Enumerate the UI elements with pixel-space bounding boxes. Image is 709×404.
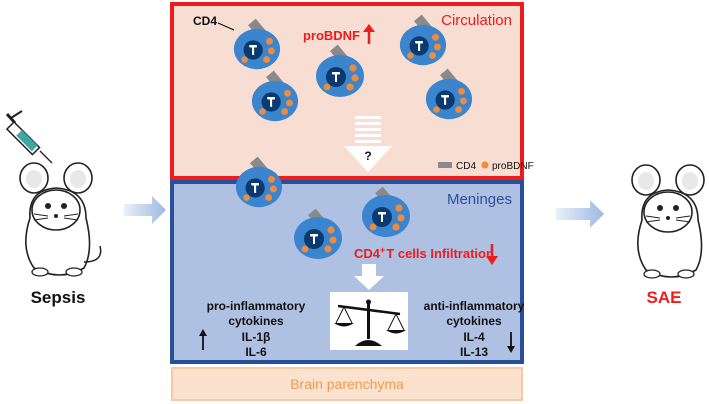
legend-cd4-label: CD4 [456,161,476,172]
t-cell-letter: T [310,231,318,246]
legend-probdnf-label: proBDNF [492,161,534,172]
pro-inflammatory-up-arrow [199,329,207,350]
infiltration-label: CD4+T cells Infiltration [354,245,494,261]
t-cell: T [425,68,473,120]
t-cell: T [362,186,410,237]
balance-scale-icon [330,292,408,350]
cd4-label: CD4 [193,14,217,28]
t-cell-letter: T [378,209,386,224]
unknown-mechanism-mark: ? [364,149,371,163]
balance-down-arrow [354,264,384,290]
flow-arrow-right [556,200,604,228]
sepsis-label: Sepsis [31,288,86,307]
brain-parenchyma-box [171,367,523,401]
t-cell: T [399,14,447,66]
t-cell-letter: T [267,94,275,109]
circulation-title: Circulation [441,12,512,29]
cd4-pointer [217,22,235,31]
t-cell: T [235,156,283,208]
sae-mouse-illustration [631,164,705,279]
anti-inflammatory-group: anti-inflammatory cytokines IL-4 IL-13 [424,299,525,359]
legend: CD4 proBDNF [438,161,534,172]
sepsis-mouse-illustration [5,110,102,277]
anti-inflammatory-title: anti-inflammatory [424,299,525,313]
pro-inflammatory-cytokines: cytokines [228,314,284,328]
t-cell: T [294,208,342,259]
pro-cytokine-il1b: IL-1β [242,330,271,344]
sae-label: SAE [647,288,682,307]
t-cell-letter: T [332,69,340,84]
anti-inflammatory-down-arrow [507,332,515,353]
infiltration-down-arrow [486,244,498,265]
syringe-icon [5,110,53,164]
legend-cd4-swatch [438,162,452,168]
anti-cytokine-il4: IL-4 [463,330,485,344]
anti-cytokine-il13: IL-13 [460,345,488,359]
pro-inflammatory-group: pro-inflammatory cytokines IL-1β IL-6 [199,299,306,359]
flow-arrow-left [124,196,166,224]
migration-down-arrow [344,116,392,172]
t-cell: T [316,44,364,97]
pro-cytokine-il6: IL-6 [245,345,267,359]
t-cell-letter: T [441,92,449,107]
probdnf-label: proBDNF [303,28,360,43]
meninges-title: Meninges [447,191,512,208]
t-cell: T [233,18,281,70]
probdnf-up-arrow [363,24,375,44]
t-cell-letter: T [249,42,257,57]
anti-inflammatory-cytokines: cytokines [446,314,502,328]
t-cell: T [251,70,299,122]
legend-probdnf-swatch [481,161,489,169]
brain-parenchyma-label: Brain parenchyma [290,376,404,392]
t-cell-letter: T [415,38,423,53]
pro-inflammatory-title: pro-inflammatory [207,299,306,313]
t-cell-letter: T [251,180,259,195]
